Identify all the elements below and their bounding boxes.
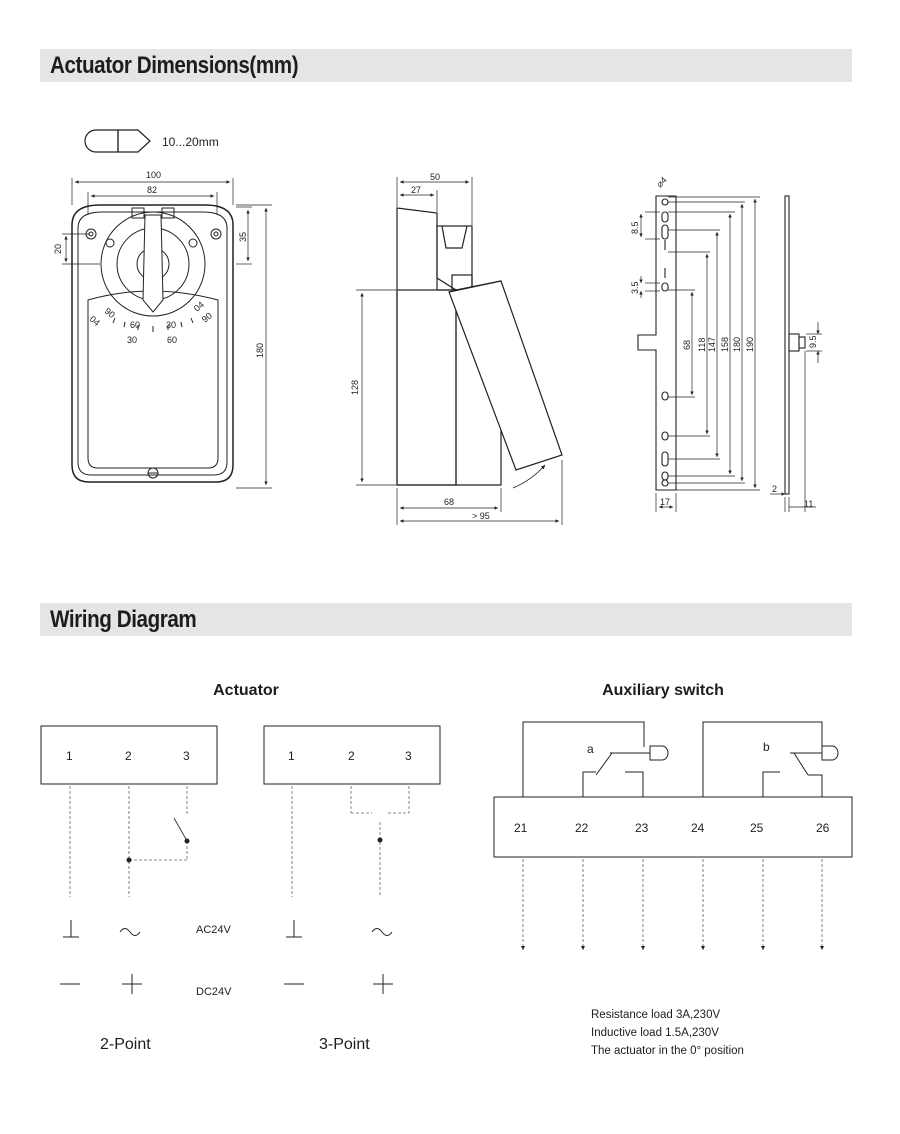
front-view — [71, 204, 234, 483]
svg-text:⌀4: ⌀4 — [654, 175, 668, 189]
svg-text:Resistance load 3A,230V: Resistance load 3A,230V — [591, 1009, 720, 1021]
bracket-labels: ⌀4 8.5 3.5 68 118 147 158 180 190 17 2 1… — [630, 175, 818, 509]
front-dimension-lines — [62, 178, 272, 489]
svg-text:The actuator in the 0° positio: The actuator in the 0° position — [591, 1045, 744, 1057]
supply-symbols — [60, 920, 393, 994]
svg-text:11: 11 — [804, 499, 813, 509]
actuator-heading: Actuator — [213, 682, 279, 699]
svg-text:26: 26 — [816, 821, 830, 835]
svg-text:24: 24 — [691, 821, 705, 835]
svg-text:118: 118 — [697, 338, 707, 352]
terminal-block-2point: 1 2 3 — [40, 725, 218, 785]
svg-text:90: 90 — [200, 310, 214, 324]
side-view — [396, 207, 563, 489]
dim-95: > 95 — [472, 511, 490, 521]
svg-text:2: 2 — [348, 749, 355, 763]
dimensions-header: Actuator Dimensions(mm) — [40, 49, 852, 82]
svg-text:04: 04 — [192, 299, 206, 313]
svg-text:17: 17 — [660, 497, 670, 507]
terminal-block-3point: 1 2 3 — [263, 725, 441, 785]
svg-text:25: 25 — [750, 821, 764, 835]
svg-text:60: 60 — [130, 320, 140, 330]
aux-terminals: 21 22 23 24 25 26 — [514, 821, 830, 835]
dim-100: 100 — [146, 170, 161, 180]
dim-128: 128 — [350, 380, 360, 395]
front-scale: 90 04 60 30 30 60 04 90 — [88, 299, 214, 345]
switch-b-label: b — [763, 740, 770, 754]
svg-text:147: 147 — [707, 337, 717, 352]
wiring-header: Wiring Diagram — [40, 603, 852, 636]
svg-text:1: 1 — [288, 749, 295, 763]
dim-35: 35 — [238, 232, 248, 242]
switch-a-label: a — [587, 742, 594, 756]
svg-text:2: 2 — [772, 484, 777, 494]
wires-3point — [291, 786, 410, 897]
svg-text:21: 21 — [514, 821, 528, 835]
svg-text:68: 68 — [682, 340, 692, 350]
shaft-range-label: 10...20mm — [162, 135, 219, 149]
side-dimension-lines — [356, 177, 563, 525]
wiring-title: Wiring Diagram — [50, 606, 197, 633]
svg-text:04: 04 — [88, 314, 102, 328]
svg-text:30: 30 — [166, 320, 176, 330]
svg-text:60: 60 — [167, 335, 177, 345]
svg-text:22: 22 — [575, 821, 589, 835]
svg-text:3: 3 — [183, 749, 190, 763]
wires-2point — [69, 786, 190, 897]
dim-180: 180 — [255, 343, 265, 358]
dim-82: 82 — [147, 185, 157, 195]
svg-text:180: 180 — [732, 337, 742, 352]
aux-switch-diagram — [493, 721, 853, 858]
svg-text:3: 3 — [405, 749, 412, 763]
svg-text:8.5: 8.5 — [630, 221, 640, 234]
3-point-label: 3-Point — [319, 1036, 370, 1053]
svg-text:2: 2 — [125, 749, 132, 763]
svg-text:Inductive load 1.5A,230V: Inductive load 1.5A,230V — [591, 1027, 719, 1039]
svg-text:9.5: 9.5 — [808, 335, 818, 348]
aux-wires — [521, 859, 824, 950]
svg-text:30: 30 — [127, 335, 137, 345]
svg-text:158: 158 — [720, 337, 730, 352]
svg-text:3.5: 3.5 — [630, 281, 640, 294]
dim-27: 27 — [411, 185, 421, 195]
dc24v-label: DC24V — [196, 986, 232, 998]
svg-text:90: 90 — [103, 306, 117, 320]
shaft-symbol — [84, 129, 151, 153]
svg-text:190: 190 — [745, 337, 755, 352]
dim-50: 50 — [430, 172, 440, 182]
dimensions-title: Actuator Dimensions(mm) — [50, 52, 299, 79]
dim-20: 20 — [53, 244, 63, 254]
bracket-dimension-lines — [639, 196, 822, 512]
svg-text:1: 1 — [66, 749, 73, 763]
2-point-label: 2-Point — [100, 1036, 151, 1053]
load-notes: Resistance load 3A,230V Inductive load 1… — [591, 1009, 744, 1057]
ac24v-label: AC24V — [196, 924, 232, 936]
dim-68: 68 — [444, 497, 454, 507]
svg-text:23: 23 — [635, 821, 649, 835]
aux-switch-heading: Auxiliary switch — [602, 682, 724, 699]
